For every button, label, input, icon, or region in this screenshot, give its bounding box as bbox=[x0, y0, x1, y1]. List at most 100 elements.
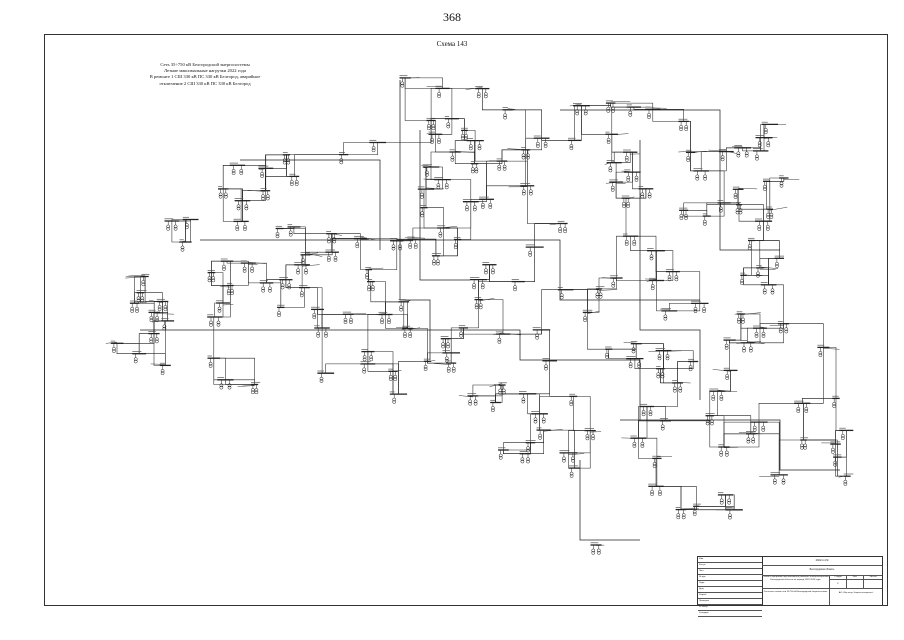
power-line bbox=[301, 264, 305, 288]
substation-symbol bbox=[156, 298, 169, 312]
substation-symbol bbox=[498, 382, 507, 395]
substation-symbol bbox=[462, 199, 479, 212]
power-line bbox=[663, 350, 678, 384]
substation-symbol bbox=[182, 216, 199, 230]
transformer-winding bbox=[781, 480, 786, 485]
trunk-line bbox=[560, 109, 780, 251]
substation-symbol bbox=[431, 253, 441, 266]
substation-symbol bbox=[843, 473, 854, 486]
transformer-winding bbox=[260, 174, 264, 178]
transformer-winding bbox=[399, 305, 403, 310]
feeder-stub bbox=[128, 274, 146, 277]
transformer-winding bbox=[748, 346, 753, 351]
transformer-winding bbox=[711, 394, 716, 399]
power-line bbox=[242, 190, 266, 201]
transformer-winding bbox=[423, 367, 428, 371]
feeder-stub bbox=[734, 313, 741, 315]
transformer-winding bbox=[611, 281, 616, 286]
transformer-winding bbox=[367, 285, 371, 289]
transformer-winding bbox=[571, 456, 575, 461]
transformer-winding bbox=[738, 208, 743, 213]
substation-symbol bbox=[557, 287, 574, 300]
transformer-winding bbox=[349, 320, 353, 324]
power-line bbox=[213, 358, 226, 381]
substation-symbol bbox=[229, 162, 246, 175]
power-line bbox=[638, 437, 658, 459]
transformer-winding bbox=[736, 319, 741, 324]
transformer-winding bbox=[679, 213, 684, 218]
power-line bbox=[518, 247, 535, 282]
substation-symbol bbox=[314, 325, 330, 338]
transformer-winding bbox=[437, 92, 441, 96]
transformer-winding bbox=[818, 351, 823, 355]
feeder-stub bbox=[242, 385, 255, 387]
power-line bbox=[646, 406, 666, 422]
transformer-winding bbox=[371, 148, 376, 153]
transformer-winding bbox=[355, 242, 360, 246]
substation-symbol bbox=[437, 225, 450, 238]
transformer-winding bbox=[231, 168, 236, 173]
power-line bbox=[636, 343, 664, 351]
transformer-winding bbox=[538, 436, 542, 440]
transformer-winding bbox=[521, 155, 526, 160]
transformer-winding bbox=[299, 293, 304, 298]
substation-symbol bbox=[542, 358, 557, 371]
power-line bbox=[690, 152, 702, 172]
power-line bbox=[766, 181, 771, 210]
power-line bbox=[501, 385, 528, 395]
transformer-winding bbox=[747, 244, 752, 248]
trunk-lines bbox=[140, 80, 840, 541]
transformer-winding bbox=[408, 245, 413, 249]
feeder-stub bbox=[616, 182, 626, 185]
power-line bbox=[367, 314, 386, 352]
substation-symbol bbox=[110, 340, 124, 353]
transformer-winding bbox=[450, 155, 455, 160]
transformer-winding bbox=[488, 202, 493, 207]
transformer-winding bbox=[741, 319, 745, 324]
feeder-stub bbox=[305, 252, 323, 257]
power-line bbox=[656, 280, 670, 312]
transformer-winding bbox=[738, 210, 743, 215]
transformer-winding bbox=[261, 196, 265, 201]
revision-row: Разраб. bbox=[698, 593, 762, 599]
transformer-winding bbox=[436, 185, 441, 190]
feeder-stub bbox=[726, 509, 735, 511]
transformer-winding bbox=[535, 144, 540, 148]
transformer-winding bbox=[605, 355, 609, 359]
transformer-winding bbox=[472, 207, 477, 212]
transformer-winding bbox=[608, 168, 613, 173]
power-line bbox=[242, 190, 266, 201]
power-line bbox=[507, 109, 526, 150]
transformer-winding bbox=[459, 331, 463, 336]
transformer-winding bbox=[624, 155, 629, 160]
feeder-stub bbox=[543, 428, 563, 432]
transformer-winding bbox=[528, 253, 533, 257]
transformer-winding bbox=[112, 349, 116, 353]
transformer-winding bbox=[740, 278, 744, 283]
power-line bbox=[503, 329, 542, 335]
transformer-winding bbox=[474, 303, 479, 307]
transformer-winding bbox=[480, 285, 485, 290]
transformer-winding bbox=[370, 285, 375, 289]
power-line bbox=[669, 303, 701, 312]
transformer-winding bbox=[610, 188, 615, 192]
transformer-winding bbox=[652, 464, 657, 469]
transformer-winding bbox=[660, 374, 665, 379]
substation-symbol bbox=[626, 104, 641, 117]
transformer-winding bbox=[157, 307, 162, 312]
transformer-winding bbox=[446, 122, 451, 127]
substation-symbol bbox=[559, 450, 578, 463]
feeder-stub bbox=[605, 182, 617, 184]
feeder-stub bbox=[838, 475, 848, 478]
organization-name: АО «Институт Энергосетьпроект» bbox=[838, 592, 874, 594]
transformer-winding bbox=[684, 127, 689, 132]
substation-symbol bbox=[621, 195, 631, 208]
transformer-winding bbox=[598, 294, 603, 299]
power-line bbox=[248, 263, 267, 284]
transformer-winding bbox=[591, 548, 596, 553]
transformer-winding bbox=[503, 113, 507, 118]
transformer-winding bbox=[497, 164, 502, 169]
substation-symbol bbox=[573, 103, 590, 116]
transformer-winding bbox=[533, 419, 538, 424]
transformer-winding bbox=[464, 136, 468, 141]
